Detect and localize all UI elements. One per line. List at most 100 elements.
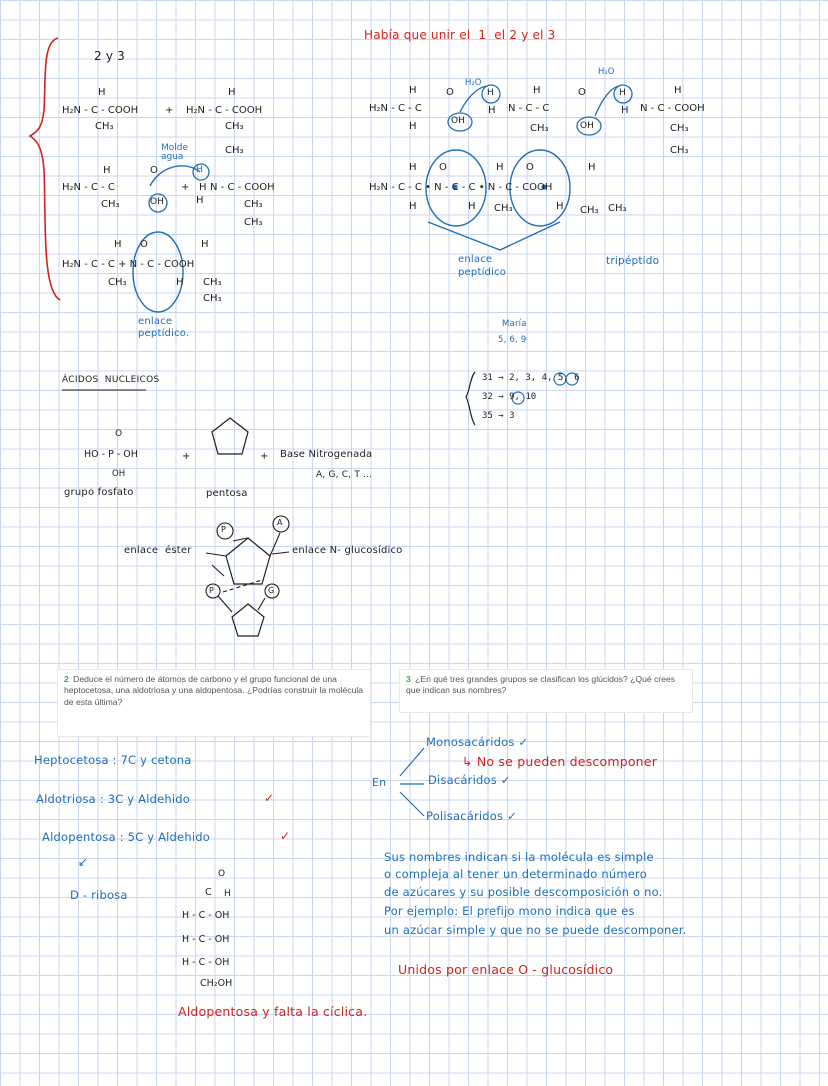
check-icon: ✓	[280, 829, 291, 843]
formula-atom: H	[103, 165, 111, 176]
plus-sign: +	[260, 451, 269, 462]
explanation-line: de azúcares y su posible descomposición …	[384, 885, 663, 899]
formula-atom: OH	[150, 197, 164, 207]
formula-atom: H	[588, 162, 596, 173]
red-brace-icon	[28, 37, 61, 301]
disacaridos-label: Disacáridos ✓	[428, 773, 511, 787]
plus-sign: +	[181, 182, 190, 193]
question-number: 2	[64, 674, 69, 684]
base-circle-label: G	[268, 586, 275, 595]
dipeptide-formula: H₂N - C - C + N - C - COOH	[62, 259, 195, 270]
formula-atom: CH₃	[101, 199, 120, 210]
formula-atom: H	[176, 277, 184, 288]
section-title: 2 y 3	[94, 49, 125, 63]
formula-atom: C	[205, 887, 212, 898]
red-note: ↳ No se pueden descomponer	[462, 754, 658, 769]
formula-atom: O	[150, 165, 158, 176]
formula-atom: H	[621, 105, 629, 116]
maria-line: 32 → 9, 10	[482, 392, 537, 402]
amino-acid-formula: H₂N - C - COOH	[186, 105, 263, 116]
formula-atom: H	[196, 165, 203, 175]
formula-atom: CH₃	[608, 203, 627, 214]
formula-atom: CH₃	[670, 145, 689, 156]
formula-atom: OH	[580, 121, 594, 131]
formula-atom: H	[556, 201, 564, 212]
formula-atom: O	[526, 162, 534, 173]
red-header-note: Había que unir el 1 el 2 y el 3	[364, 28, 556, 42]
ribose-row: H - C - OH	[182, 957, 230, 968]
formula-atom: O	[578, 87, 586, 98]
formula-atom: H	[488, 105, 496, 116]
formula-atom: CH₃	[108, 277, 127, 288]
plus-sign: +	[182, 451, 191, 462]
teacher-correction: Aldopentosa y falta la cíclica.	[178, 1004, 368, 1019]
formula-atom: O	[439, 162, 447, 173]
answer-heptocetosa: Heptocetosa : 7C y cetona	[34, 753, 192, 767]
red-note: Unidos por enlace O - glucosídico	[398, 962, 614, 977]
formula-atom: CH₃	[203, 293, 222, 304]
formula-atom: O	[115, 429, 123, 439]
formula-atom: H	[674, 85, 682, 96]
explanation-line: Por ejemplo: El prefijo mono indica que …	[384, 904, 635, 918]
section-heading: ÁCIDOS NUCLEICOS	[62, 375, 160, 385]
formula-atom: CH₃	[244, 199, 263, 210]
maria-name: María	[502, 319, 527, 329]
phosphate-formula: HO - P - OH	[84, 449, 138, 460]
ester-bond-label: enlace éster	[124, 545, 192, 556]
formula-atom: OH	[112, 469, 126, 479]
question-card-2: 2 Deduce el número de átomos de carbono …	[58, 670, 370, 736]
formula-atom: CH₃	[494, 203, 513, 214]
formula-atom: H	[114, 239, 122, 250]
formula-atom: CH₃	[530, 123, 549, 134]
plus-sign: +	[165, 105, 174, 116]
formula-atom: CH₃	[225, 121, 244, 132]
formula-atom: H	[98, 87, 106, 98]
d-ribosa-label: D - ribosa	[70, 888, 128, 902]
formula-atom: CH₃	[225, 145, 244, 156]
formula-atom: CH₃	[670, 123, 689, 134]
maria-line: 31 → 2, 3, 4, 5, 6	[482, 373, 580, 383]
formula-atom: OH	[451, 116, 465, 126]
formula-atom: O	[140, 239, 148, 250]
ribose-row: CH₂OH	[200, 978, 233, 989]
formula-atom: CH₃	[95, 121, 114, 132]
base-circle-label: A	[277, 518, 283, 527]
water-label: H₂O	[465, 78, 482, 88]
question-text: Deduce el número de átomos de carbono y …	[64, 674, 364, 707]
check-icon: ✓	[264, 791, 275, 805]
glycosidic-bond-label: enlace N- glucosídico	[292, 545, 403, 556]
base-label: Base Nitrogenada	[280, 449, 373, 460]
question-number: 3	[406, 674, 411, 684]
amino-acid-formula: N - C - COOH	[210, 182, 275, 193]
question-text: ¿En qué tres grandes grupos se clasifica…	[406, 674, 676, 696]
ribose-row: H - C - OH	[182, 934, 230, 945]
tripeptide-formula: H₂N - C - C • N - C - C • N - C - COOH	[369, 182, 553, 193]
pentose-label: pentosa	[206, 488, 248, 499]
formula-atom: H	[196, 195, 204, 206]
explanation-line: Sus nombres indican si la molécula es si…	[384, 850, 654, 864]
formula-atom: H	[409, 121, 417, 132]
formula-atom: CH₃	[580, 205, 599, 216]
amino-acid-formula: H₂N - C - C	[369, 103, 422, 114]
explanation-line: un azúcar simple y que no se puede desco…	[384, 923, 687, 937]
formula-atom: H	[224, 889, 231, 899]
question-card-3: 3 ¿En qué tres grandes grupos se clasifi…	[400, 670, 692, 712]
molde-agua-label: Molde agua	[161, 143, 189, 163]
formula-atom: O	[218, 869, 226, 879]
ribose-row: H - C - OH	[182, 910, 230, 921]
amino-acid-formula: N - C - C	[508, 103, 550, 114]
phosphate-circle-label: P	[221, 525, 226, 534]
formula-atom: H	[619, 88, 626, 98]
phosphate-label: grupo fosfato	[64, 487, 134, 498]
maria-numbers: 5, 6, 9	[498, 335, 527, 345]
answer-aldotriosa: Aldotriosa : 3C y Aldehido	[36, 792, 191, 806]
formula-atom: H	[409, 85, 417, 96]
amino-acid-formula: N - C - COOH	[640, 103, 705, 114]
phosphate-circle-label: P	[209, 586, 214, 595]
polisacaridos-label: Polisacáridos ✓	[426, 809, 517, 823]
monosacaridos-label: Monosacáridos ✓	[426, 735, 529, 749]
formula-atom: H	[199, 182, 207, 193]
water-label: H₂O	[598, 67, 615, 77]
maria-line: 35 → 3	[482, 411, 515, 421]
